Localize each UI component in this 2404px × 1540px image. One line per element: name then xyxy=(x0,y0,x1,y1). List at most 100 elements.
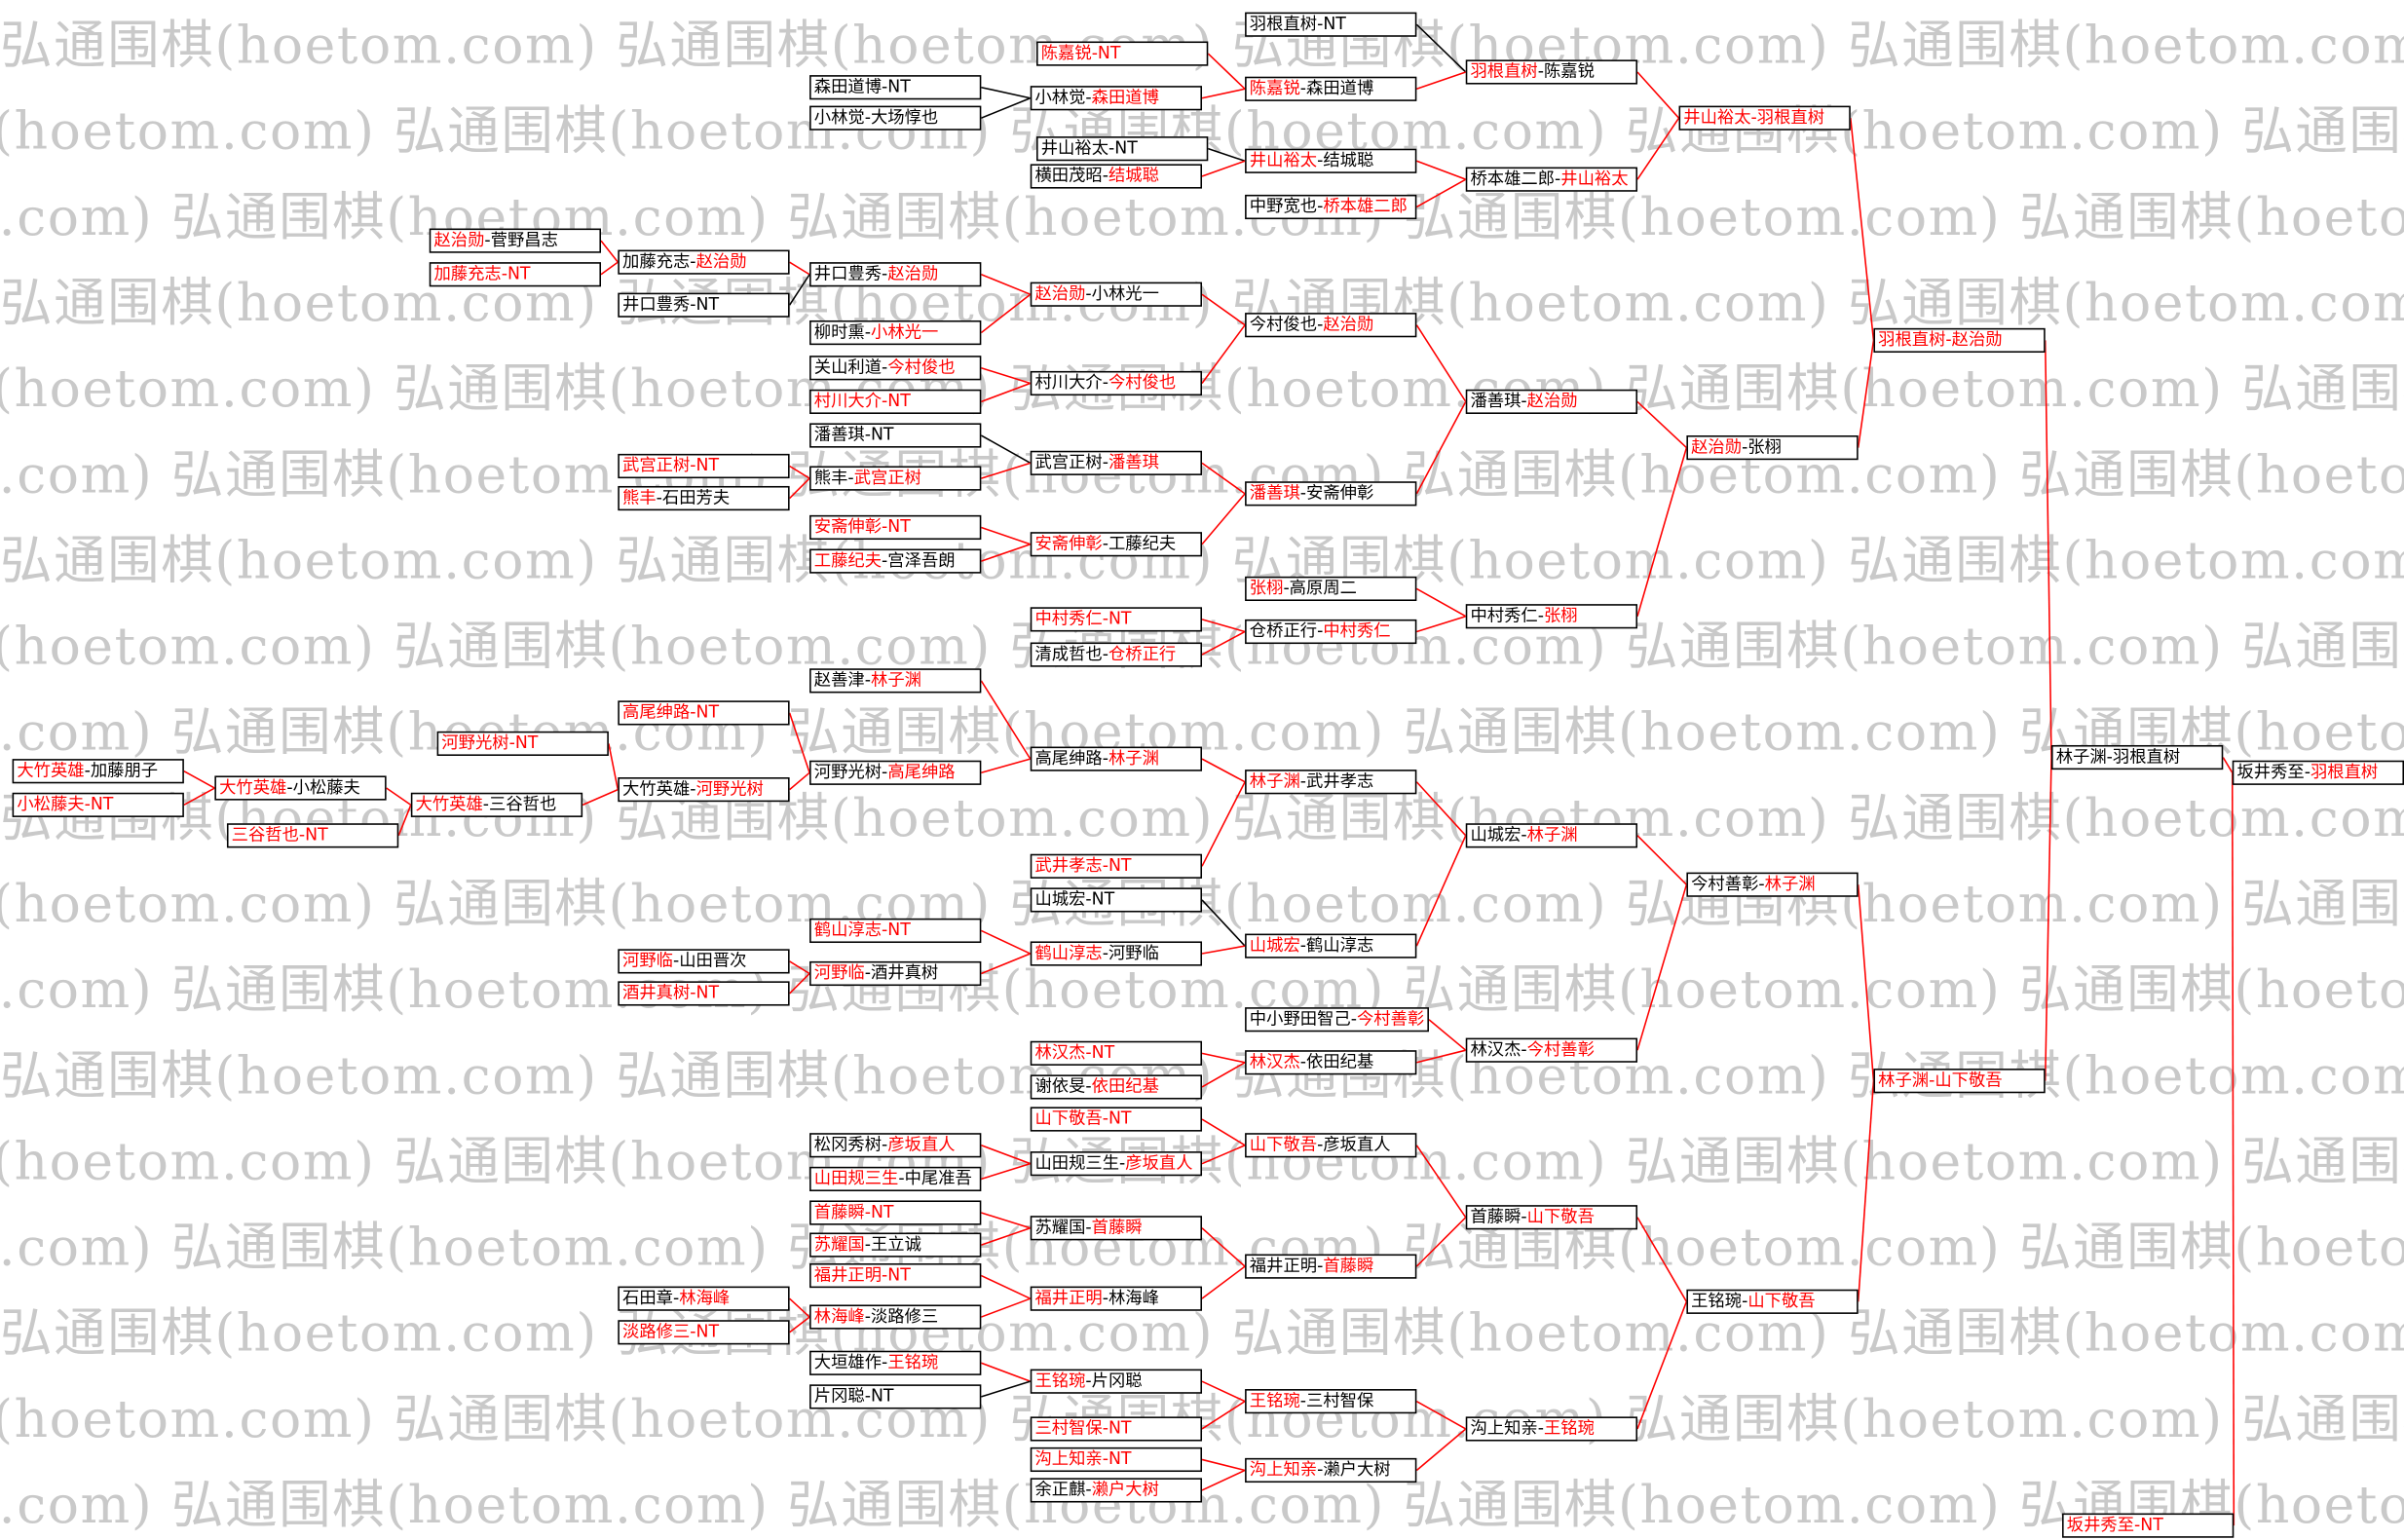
match-box-zhao_lin: 赵善津-林子渊 xyxy=(809,668,982,694)
connector-line xyxy=(789,1297,810,1318)
player-name: 井山裕太 xyxy=(1249,150,1318,170)
match-box-kudo_miya: 工藤纪夫-宫泽吾朗 xyxy=(809,548,982,574)
match-box-yanagi_kob: 柳时熏-小林光一 xyxy=(809,319,982,346)
connector-line xyxy=(1415,1428,1467,1472)
player-name: 武宫正树-NT xyxy=(622,455,720,475)
match-box-konoNT: 河野光树-NT xyxy=(436,731,609,756)
player-name: 林汉杰- xyxy=(1470,1039,1527,1060)
player-name: 山下敬吾 xyxy=(1747,1291,1816,1311)
player-name: 王铭琬- xyxy=(1691,1291,1748,1311)
match-box-matsu_hiko: 松冈秀树-彦坂直人 xyxy=(809,1133,982,1158)
player-name: 福井正明-NT xyxy=(813,1264,911,1286)
player-name: 首藤瞬 xyxy=(1091,1217,1143,1238)
player-name: -工藤纪夫 xyxy=(1102,533,1177,554)
player-name: 大竹英雄 xyxy=(415,794,483,814)
connector-line xyxy=(980,434,1032,465)
player-name: -三村智保 xyxy=(1299,1390,1374,1411)
connector-line xyxy=(2231,772,2235,1526)
connector-line xyxy=(1636,117,1680,180)
match-box-awajiNT: 淡路修三-NT xyxy=(618,1320,790,1345)
connector-line xyxy=(1201,1062,1246,1088)
player-name: 井山裕太-NT xyxy=(1040,137,1138,159)
connector-line xyxy=(1636,400,1687,449)
player-name: -酒井真树 xyxy=(864,962,939,983)
player-name: 河野光树- xyxy=(813,762,888,782)
player-name: 彦坂直人 xyxy=(1125,1152,1193,1174)
connector-line xyxy=(981,86,1031,99)
player-name: 林子渊 xyxy=(871,669,921,691)
match-box-konorin_yamada: 河野临-山田晋次 xyxy=(618,949,790,974)
player-name: -彦坂直人 xyxy=(1317,1134,1391,1155)
connector-line xyxy=(1201,1145,1246,1165)
player-name: 苏耀国- xyxy=(1034,1217,1092,1238)
player-name: -王立诚 xyxy=(864,1234,921,1255)
player-name: -石田芳夫 xyxy=(656,487,731,507)
match-box-yokota_yuki: 横田茂昭-结城聪 xyxy=(1030,164,1203,189)
connector-line xyxy=(981,1274,1032,1299)
connector-line xyxy=(981,1145,1032,1165)
match-box-chang_taka: 张栩-高原周二 xyxy=(1245,576,1417,602)
player-name: 福井正明 xyxy=(1034,1288,1103,1308)
connector-line xyxy=(789,465,810,479)
match-box-takeNT: 武宫正树-NT xyxy=(618,453,790,479)
match-box-kob_oba: 小林觉-大场惇也 xyxy=(809,105,982,131)
player-name: -鹤山淳志 xyxy=(1299,935,1374,956)
match-box-hane_chen: 羽根直树-陈嘉锐 xyxy=(1465,59,1638,85)
player-name: 坂井秀至- xyxy=(2236,762,2310,782)
connector-line xyxy=(1857,884,1875,1081)
match-box-cho_sugano: 赵治勋-菅野昌志 xyxy=(429,228,602,253)
player-name: 潘善琪- xyxy=(1470,391,1527,411)
player-name: 王铭琬 xyxy=(1249,1390,1300,1411)
connector-line xyxy=(1201,630,1246,656)
player-name: 林子渊 xyxy=(1526,824,1578,845)
player-name: 三村智保-NT xyxy=(1034,1417,1132,1439)
connector-line xyxy=(1201,781,1246,867)
player-name: 山城宏 xyxy=(1249,935,1300,956)
connector-line xyxy=(789,972,810,995)
player-name: -张栩 xyxy=(1742,436,1782,458)
player-name: 鹤山淳志 xyxy=(1034,943,1103,963)
match-box-hane_cho: 羽根直树-赵治勋 xyxy=(1873,327,2046,354)
connector-line xyxy=(789,261,810,276)
connector-line xyxy=(980,293,1032,334)
watermark-row: 弘通围棋(hoetom.com) 弘通围棋(hoetom.com) 弘通围棋(h… xyxy=(0,959,2404,1022)
match-box-tsuruNT: 鹤山淳志-NT xyxy=(809,918,982,944)
player-name: 赵治勋 xyxy=(1526,391,1578,411)
player-name: 林子渊 xyxy=(1249,770,1300,792)
connector-line xyxy=(1201,493,1246,545)
match-box-ima_cho: 今村俊也-赵治勋 xyxy=(1245,313,1417,338)
connector-line xyxy=(1636,1217,1688,1302)
player-name: 林子渊 xyxy=(1108,748,1159,769)
player-name: 片冈聪-NT xyxy=(813,1385,894,1407)
player-name: -林海峰 xyxy=(1102,1288,1159,1308)
connector-line xyxy=(789,1316,810,1333)
player-name: 福井正明- xyxy=(1249,1256,1324,1276)
match-box-xiong_ishida: 熊丰-石田芳夫 xyxy=(618,485,790,511)
match-box-katoNT: 加藤充志-NT xyxy=(429,262,602,287)
match-box-takaoNT: 高尾绅路-NT xyxy=(618,700,790,726)
match-box-mizoNT: 沟上知亲-NT xyxy=(1030,1446,1203,1473)
player-name: 井山裕太-羽根直树 xyxy=(1683,107,1825,128)
player-name: 山城宏- xyxy=(1470,824,1527,845)
player-name: 潘善琪 xyxy=(1249,482,1300,504)
player-name: -濑户大树 xyxy=(1317,1459,1391,1480)
connector-line xyxy=(1857,340,1875,448)
connector-line xyxy=(1850,118,1875,341)
player-name: -高原周二 xyxy=(1283,578,1357,598)
player-name: 林海峰 xyxy=(813,1306,865,1327)
player-name: 中小野田智己- xyxy=(1249,1008,1357,1030)
match-box-sakai_syuNT: 坂井秀至-NT xyxy=(2062,1513,2235,1538)
watermark-row: 弘通围棋(hoetom.com) 弘通围棋(hoetom.com) 弘通围棋(h… xyxy=(0,1302,2404,1365)
player-name: -依田纪基 xyxy=(1299,1051,1374,1072)
player-name: 中野宽也- xyxy=(1249,196,1324,216)
match-box-tsuru_kono: 鹤山淳志-河野临 xyxy=(1030,941,1203,966)
match-box-mimuraNT: 三村智保-NT xyxy=(1030,1416,1203,1442)
match-box-lin_hane_f: 林子渊-羽根直树 xyxy=(2051,744,2224,770)
player-name: 森田道博 xyxy=(1091,87,1159,108)
connector-line xyxy=(981,382,1032,403)
player-name: 首藤瞬- xyxy=(1470,1206,1527,1227)
match-box-yamashitaNT: 山下敬吾-NT xyxy=(1030,1107,1203,1132)
player-name: 赵治勋 xyxy=(433,230,485,250)
match-box-nakaono_ima: 中小野田智己-今村善彰 xyxy=(1245,1007,1429,1033)
connector-line xyxy=(1201,899,1246,947)
